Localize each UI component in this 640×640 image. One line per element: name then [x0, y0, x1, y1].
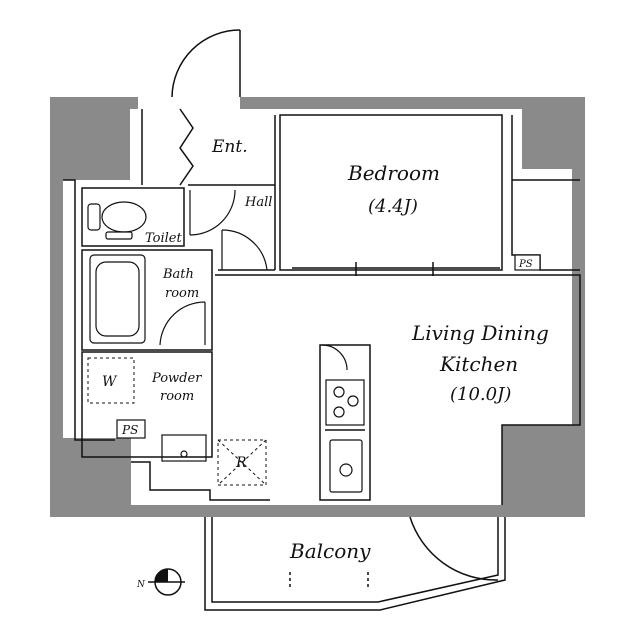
powder-label-line2: room: [160, 389, 194, 404]
kitchen-appliances: [321, 344, 365, 493]
bedroom-label: Bedroom: [347, 161, 440, 185]
ldk-label-line1: Living Dining: [411, 321, 549, 345]
refrigerator-space: [217, 439, 267, 486]
powder-sink: [161, 434, 207, 462]
refrigerator-label: R: [235, 455, 247, 471]
ldk-label-line2: Kitchen: [439, 352, 518, 376]
ps-left-box: PS: [116, 419, 146, 439]
entrance-door: [171, 29, 241, 98]
entrance-label: Ent.: [211, 137, 248, 157]
powder-label-line1: Powder: [151, 371, 202, 386]
bathtub: [89, 254, 146, 344]
ps-right-box: PS: [514, 254, 541, 271]
outer-walls: [50, 97, 585, 517]
north-label: N: [136, 580, 146, 590]
balcony-door: [409, 516, 499, 581]
bath-label-line1: Bath: [162, 267, 194, 282]
hall-door: [189, 189, 268, 271]
ps-right-label: PS: [518, 259, 533, 270]
balcony: [204, 517, 506, 611]
washer-label: W: [102, 374, 118, 390]
north-arrow-icon: [148, 568, 185, 596]
shoe-cabinet: [179, 108, 194, 186]
washer-space: [87, 357, 135, 404]
ps-left-label: PS: [121, 423, 138, 437]
toilet-fixture: [87, 201, 147, 240]
toilet-label: Toilet: [145, 231, 182, 246]
ldk-size: (10.0J): [450, 384, 511, 405]
hall-label: Hall: [244, 195, 272, 210]
bath-door: [159, 301, 206, 346]
interior-lines: [63, 109, 581, 505]
balcony-label: Balcony: [289, 539, 371, 563]
bedroom-size: (4.4J): [368, 196, 418, 217]
bath-label-line2: room: [165, 286, 199, 301]
